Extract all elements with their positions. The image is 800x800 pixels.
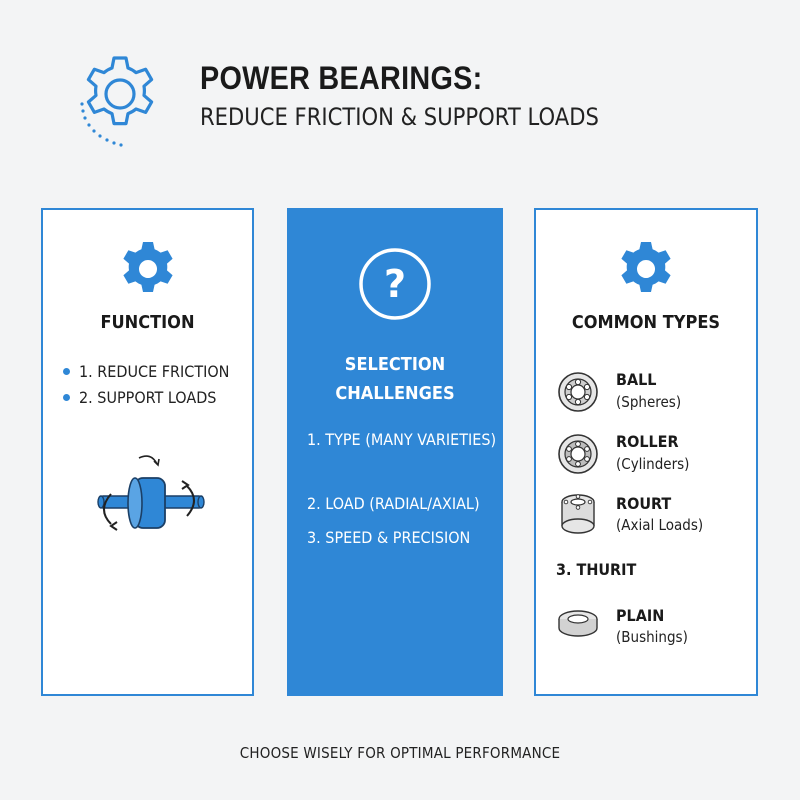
gear-icon bbox=[621, 242, 671, 292]
type-desc-roller: (Cylinders) bbox=[616, 455, 690, 473]
thrust-bearing-icon bbox=[561, 494, 595, 534]
selection-item-2: 2. LOAD (RADIAL/AXIAL) bbox=[307, 494, 480, 513]
function-heading: FUNCTION bbox=[100, 312, 195, 333]
type-desc-ball: (Spheres) bbox=[616, 393, 682, 411]
selection-panel: ? SELECTION CHALLENGES 1. TYPE (MANY VAR… bbox=[287, 208, 503, 696]
svg-text:?: ? bbox=[384, 262, 406, 306]
type-desc-rourt: (Axial Loads) bbox=[616, 516, 704, 534]
type-extra-label: 3. THURIT bbox=[556, 560, 637, 579]
bearing-illustration bbox=[97, 455, 205, 531]
plain-bearing-icon bbox=[558, 610, 598, 637]
function-item-1: 1. REDUCE FRICTION bbox=[63, 362, 229, 381]
type-name-roller: ROLLER bbox=[616, 432, 679, 451]
page-title: POWER BEARINGS: bbox=[200, 60, 483, 96]
function-item-2: 2. SUPPORT LOADS bbox=[63, 388, 216, 407]
function-panel: FUNCTION 1. REDUCE FRICTION 2. SUPPORT L… bbox=[41, 208, 254, 696]
bullet-icon bbox=[63, 368, 70, 375]
selection-item-3: 3. SPEED & PRECISION bbox=[307, 528, 471, 547]
bullet-icon bbox=[63, 394, 70, 401]
type-name-plain: PLAIN bbox=[616, 606, 665, 625]
ball-bearing-icon bbox=[558, 372, 598, 412]
roller-bearing-icon bbox=[558, 434, 598, 474]
type-name-ball: BALL bbox=[616, 370, 657, 389]
types-heading: COMMON TYPES bbox=[571, 312, 721, 333]
type-desc-plain: (Bushings) bbox=[616, 628, 688, 646]
selection-heading: SELECTION CHALLENGES bbox=[335, 354, 455, 404]
page-subtitle: REDUCE FRICTION & SUPPORT LOADS bbox=[200, 103, 599, 131]
gear-icon bbox=[123, 242, 173, 292]
selection-item-1: 1. TYPE (MANY VARIETIES) bbox=[307, 430, 497, 449]
type-name-rourt: ROURT bbox=[616, 494, 672, 513]
types-panel: COMMON TYPES BALL (Spheres) ROLLER (Cyli… bbox=[534, 208, 758, 696]
question-icon: ? bbox=[359, 248, 431, 320]
gear-outline-icon bbox=[80, 56, 154, 147]
footer-tagline: CHOOSE WISELY FOR OPTIMAL PERFORMANCE bbox=[239, 744, 561, 762]
